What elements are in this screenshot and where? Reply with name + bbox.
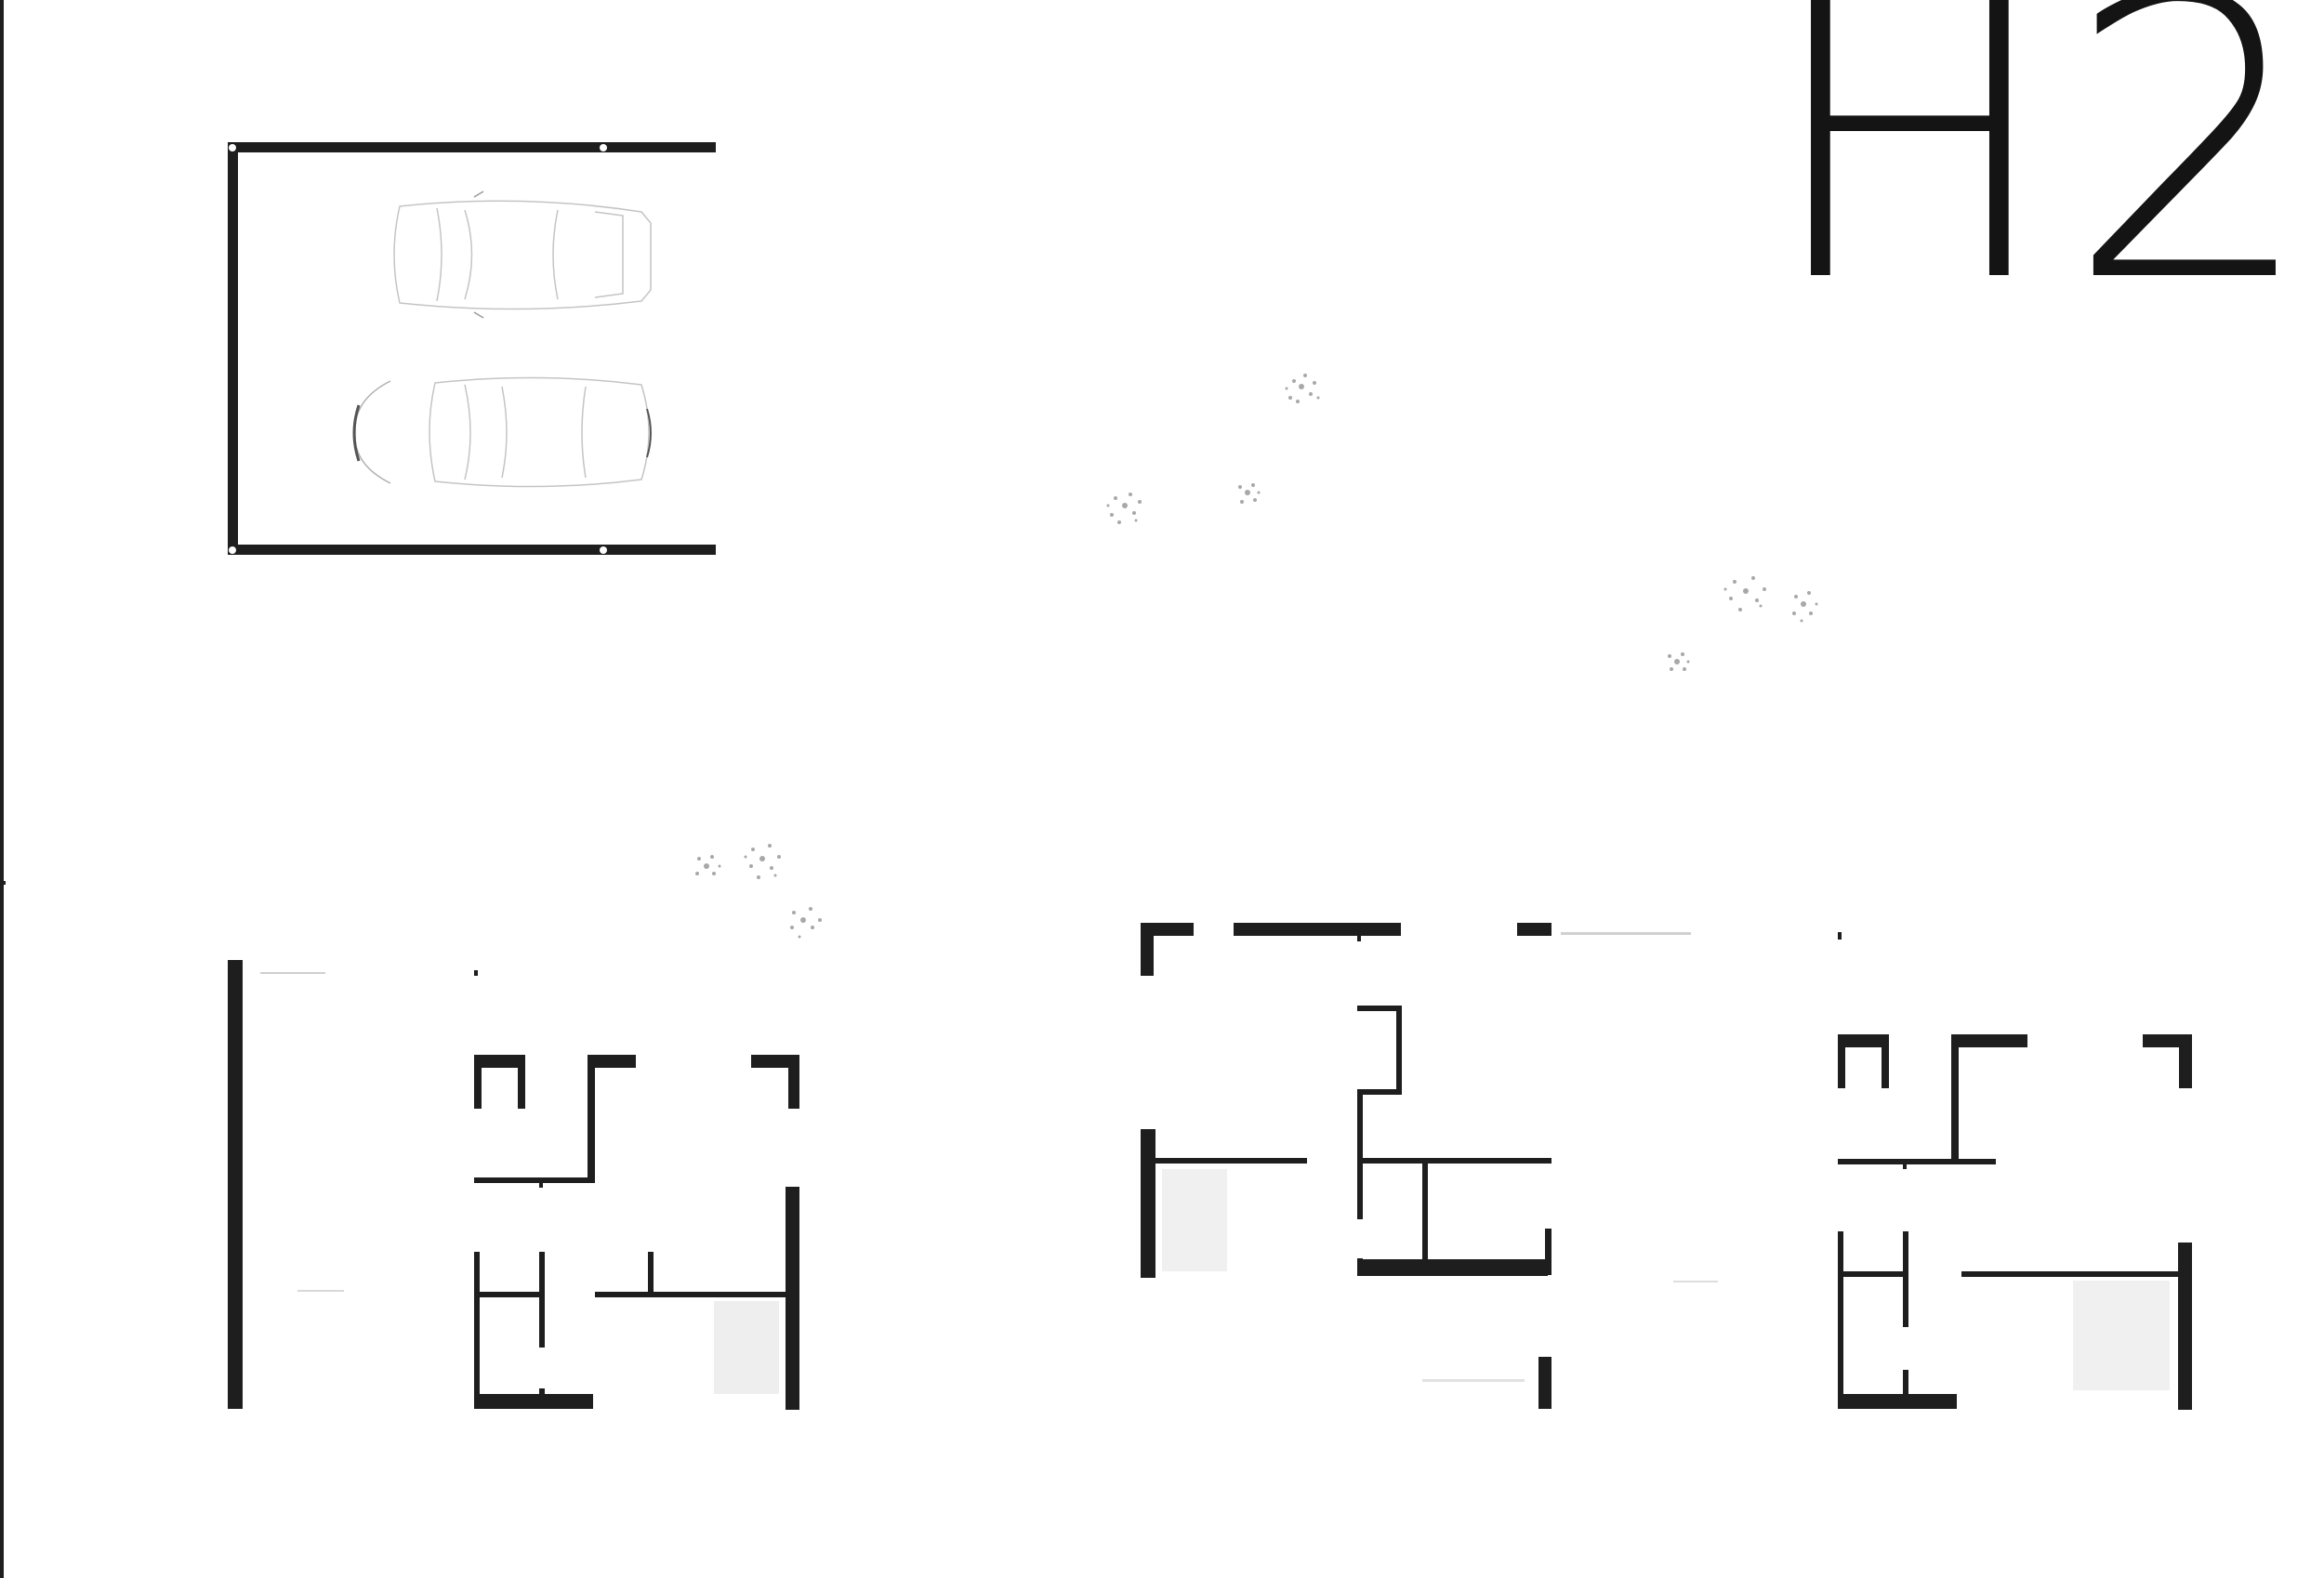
wall <box>1141 923 1194 936</box>
wall <box>1903 1164 1907 1169</box>
dash-line <box>1422 1379 1525 1382</box>
tree-icon <box>744 844 781 879</box>
wall <box>539 1388 545 1394</box>
dash-line <box>1673 1281 1718 1282</box>
wall <box>474 1292 545 1297</box>
wall <box>2178 1243 2192 1410</box>
tree-icon <box>790 907 822 939</box>
carport-roof-edge-top <box>228 142 716 152</box>
carport-back-wall <box>228 142 238 555</box>
wall <box>474 970 478 976</box>
column-icon <box>229 546 236 554</box>
wall <box>588 1055 636 1068</box>
column-icon <box>600 144 607 151</box>
wall <box>1838 932 1842 940</box>
wall <box>1357 1258 1363 1264</box>
tree-icon <box>1285 374 1320 403</box>
car-icon <box>393 191 652 319</box>
tree-icon <box>1723 576 1766 611</box>
wall <box>786 1187 799 1410</box>
wall <box>539 1183 543 1188</box>
car-icon <box>352 376 652 488</box>
tree-icon <box>1668 652 1690 671</box>
wall <box>1357 1006 1402 1011</box>
wall <box>1155 1158 1307 1164</box>
column-icon <box>229 144 236 151</box>
wall <box>1951 1034 2027 1047</box>
column-icon <box>600 546 607 554</box>
wall <box>1538 1357 1552 1409</box>
sheet-border-line <box>0 0 4 1578</box>
wall <box>1357 1158 1552 1164</box>
hatched-area <box>714 1301 779 1394</box>
wall <box>1234 923 1401 936</box>
hatched-area <box>1162 1169 1227 1271</box>
wall <box>1517 923 1552 936</box>
wall <box>1838 1034 1889 1047</box>
wall <box>1838 1034 1845 1088</box>
wall <box>1838 1394 1957 1409</box>
wall <box>228 960 243 1409</box>
building-middle <box>1141 923 1718 1409</box>
wall <box>1838 1159 1996 1164</box>
wall <box>474 1252 480 1407</box>
carport-roof-edge-bottom <box>228 545 716 555</box>
wall <box>1903 1231 1908 1327</box>
wall <box>1838 1231 1843 1408</box>
wall <box>1141 923 1154 976</box>
wall <box>1882 1034 1889 1088</box>
wall <box>588 1055 595 1183</box>
tree-icon <box>1106 493 1142 524</box>
wall <box>1903 1370 1908 1394</box>
wall <box>1357 1089 1402 1095</box>
carport <box>228 142 716 555</box>
wall <box>1545 1229 1552 1275</box>
building-left <box>228 960 799 1410</box>
wall <box>1951 1034 1959 1164</box>
wall <box>539 1252 545 1348</box>
wall <box>1396 1006 1402 1095</box>
wall <box>1357 1089 1363 1219</box>
trees <box>695 374 1818 939</box>
wall <box>648 1252 654 1292</box>
building-right <box>1838 932 2192 1410</box>
wall-thin <box>1561 932 1691 935</box>
wall <box>518 1055 525 1109</box>
wall <box>1961 1271 2178 1277</box>
dash-line <box>297 1290 344 1292</box>
wall <box>474 1055 482 1109</box>
wall <box>1838 1271 1908 1277</box>
wall <box>474 1055 525 1068</box>
sheet-border-tick <box>0 881 6 885</box>
tree-icon <box>1792 591 1818 623</box>
wall <box>474 1177 595 1183</box>
wall <box>1422 1164 1428 1264</box>
wall-thin <box>260 972 325 974</box>
sheet-title: H2 <box>1763 0 2324 368</box>
tree-icon <box>1238 483 1261 504</box>
wall <box>788 1055 799 1109</box>
wall <box>751 1055 799 1068</box>
wall <box>1141 1129 1155 1278</box>
wall <box>474 1394 593 1409</box>
wall <box>2179 1034 2192 1088</box>
wall <box>595 1292 786 1297</box>
wall <box>1357 936 1361 941</box>
wall <box>1357 1259 1548 1276</box>
hatched-area <box>2073 1281 2170 1390</box>
tree-icon <box>695 855 721 875</box>
